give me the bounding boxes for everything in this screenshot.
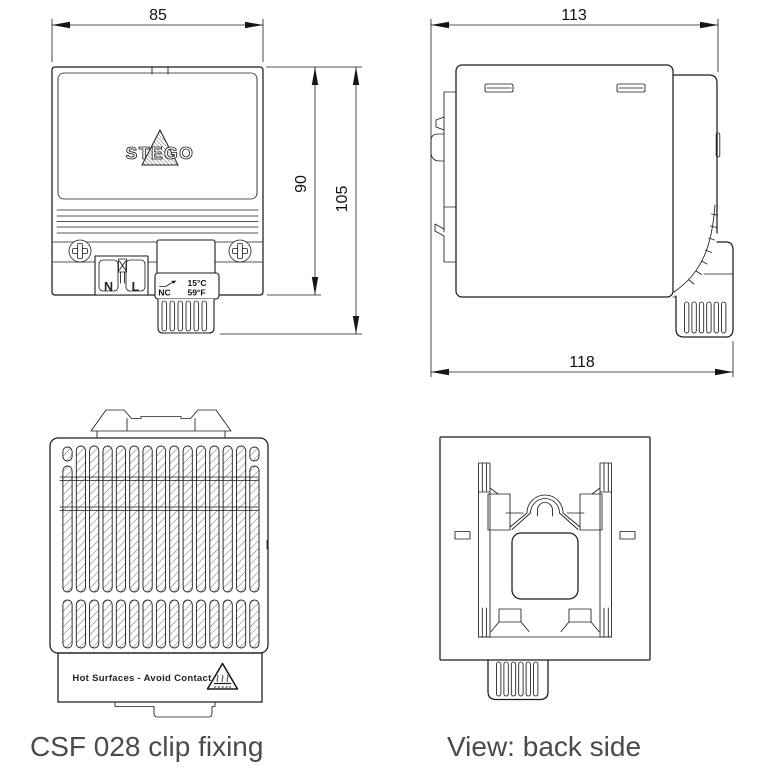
nc-switch-icon: [159, 281, 175, 287]
back-center-plate: [511, 532, 579, 600]
serrated-curve: [673, 204, 716, 293]
stego-logo-text: STEGO: [126, 143, 195, 163]
warning-band: Hot Surfaces - Avoid Contact: [57, 652, 263, 703]
back-body-outline: [439, 436, 651, 661]
dim-width-118: 118: [431, 341, 734, 377]
dim-105-label: 105: [334, 186, 351, 213]
side-cable-connector: [672, 241, 734, 338]
hot-surface-warning-icon: [206, 662, 239, 690]
side-view-drawing: 113 118: [430, 7, 734, 377]
thermostat-temp-f-label: 59°F: [187, 288, 205, 298]
side-body-outline: [455, 64, 674, 298]
front-view-drawing: STEGO N L 15°C N: [51, 7, 362, 335]
terminal-l-label: L: [132, 280, 140, 294]
back-left-rail: [478, 462, 491, 638]
spring-clip: [487, 487, 603, 531]
grille-slats: [62, 445, 260, 649]
back-left-lug: [454, 531, 471, 540]
dim-113-label: 113: [561, 7, 587, 24]
thermostat-contact-label: NC: [158, 288, 170, 298]
front-panel-outline: [57, 72, 258, 200]
right-screw-icon: [228, 239, 252, 263]
back-cable-connector: [487, 659, 549, 701]
cable-ribs: [161, 300, 208, 332]
back-right-lug: [619, 531, 636, 540]
thermostat-temp-c-label: 15°C: [188, 278, 207, 288]
hot-surface-warning-text: Hot Surfaces - Avoid Contact: [72, 673, 212, 684]
left-screw-icon: [68, 239, 92, 263]
dim-118-label: 118: [569, 354, 595, 371]
caption-model-name: CSF 028 clip fixing: [30, 731, 264, 762]
grille-view-drawing: Hot Surfaces - Avoid Contact: [49, 409, 269, 718]
side-cable-ribs: [684, 301, 727, 334]
dim-90-label: 90: [293, 175, 310, 193]
side-cover-flap: [672, 74, 721, 293]
terminal-n-label: N: [104, 280, 113, 294]
grille-bottom-tab: [114, 701, 216, 718]
back-cable-ribs: [496, 661, 539, 697]
dim-width-113: 113: [430, 7, 719, 377]
serration-ticks: [688, 213, 718, 285]
dim-width-85: 85: [51, 7, 264, 62]
side-vent-slots: [484, 83, 646, 93]
thermostat-connector: 15°C NC 59°F: [154, 239, 220, 334]
dim-height-105: 105: [220, 67, 362, 335]
stego-logo: STEGO: [125, 128, 195, 166]
flap-latch-bump: [715, 132, 721, 158]
terminal-block: N L: [94, 255, 149, 296]
back-view-drawing: [439, 436, 651, 701]
grille-top-clip: [90, 409, 232, 438]
side-clip-rail: [430, 91, 457, 263]
back-right-rail: [599, 462, 612, 638]
dim-height-90: 90: [266, 66, 362, 296]
front-top-notch: [151, 66, 169, 75]
caption-view-name: View: back side: [447, 731, 642, 762]
stego-logo-triangle: [141, 128, 179, 166]
back-lower-feet: [478, 608, 612, 638]
dim-85-label: 85: [149, 7, 167, 24]
